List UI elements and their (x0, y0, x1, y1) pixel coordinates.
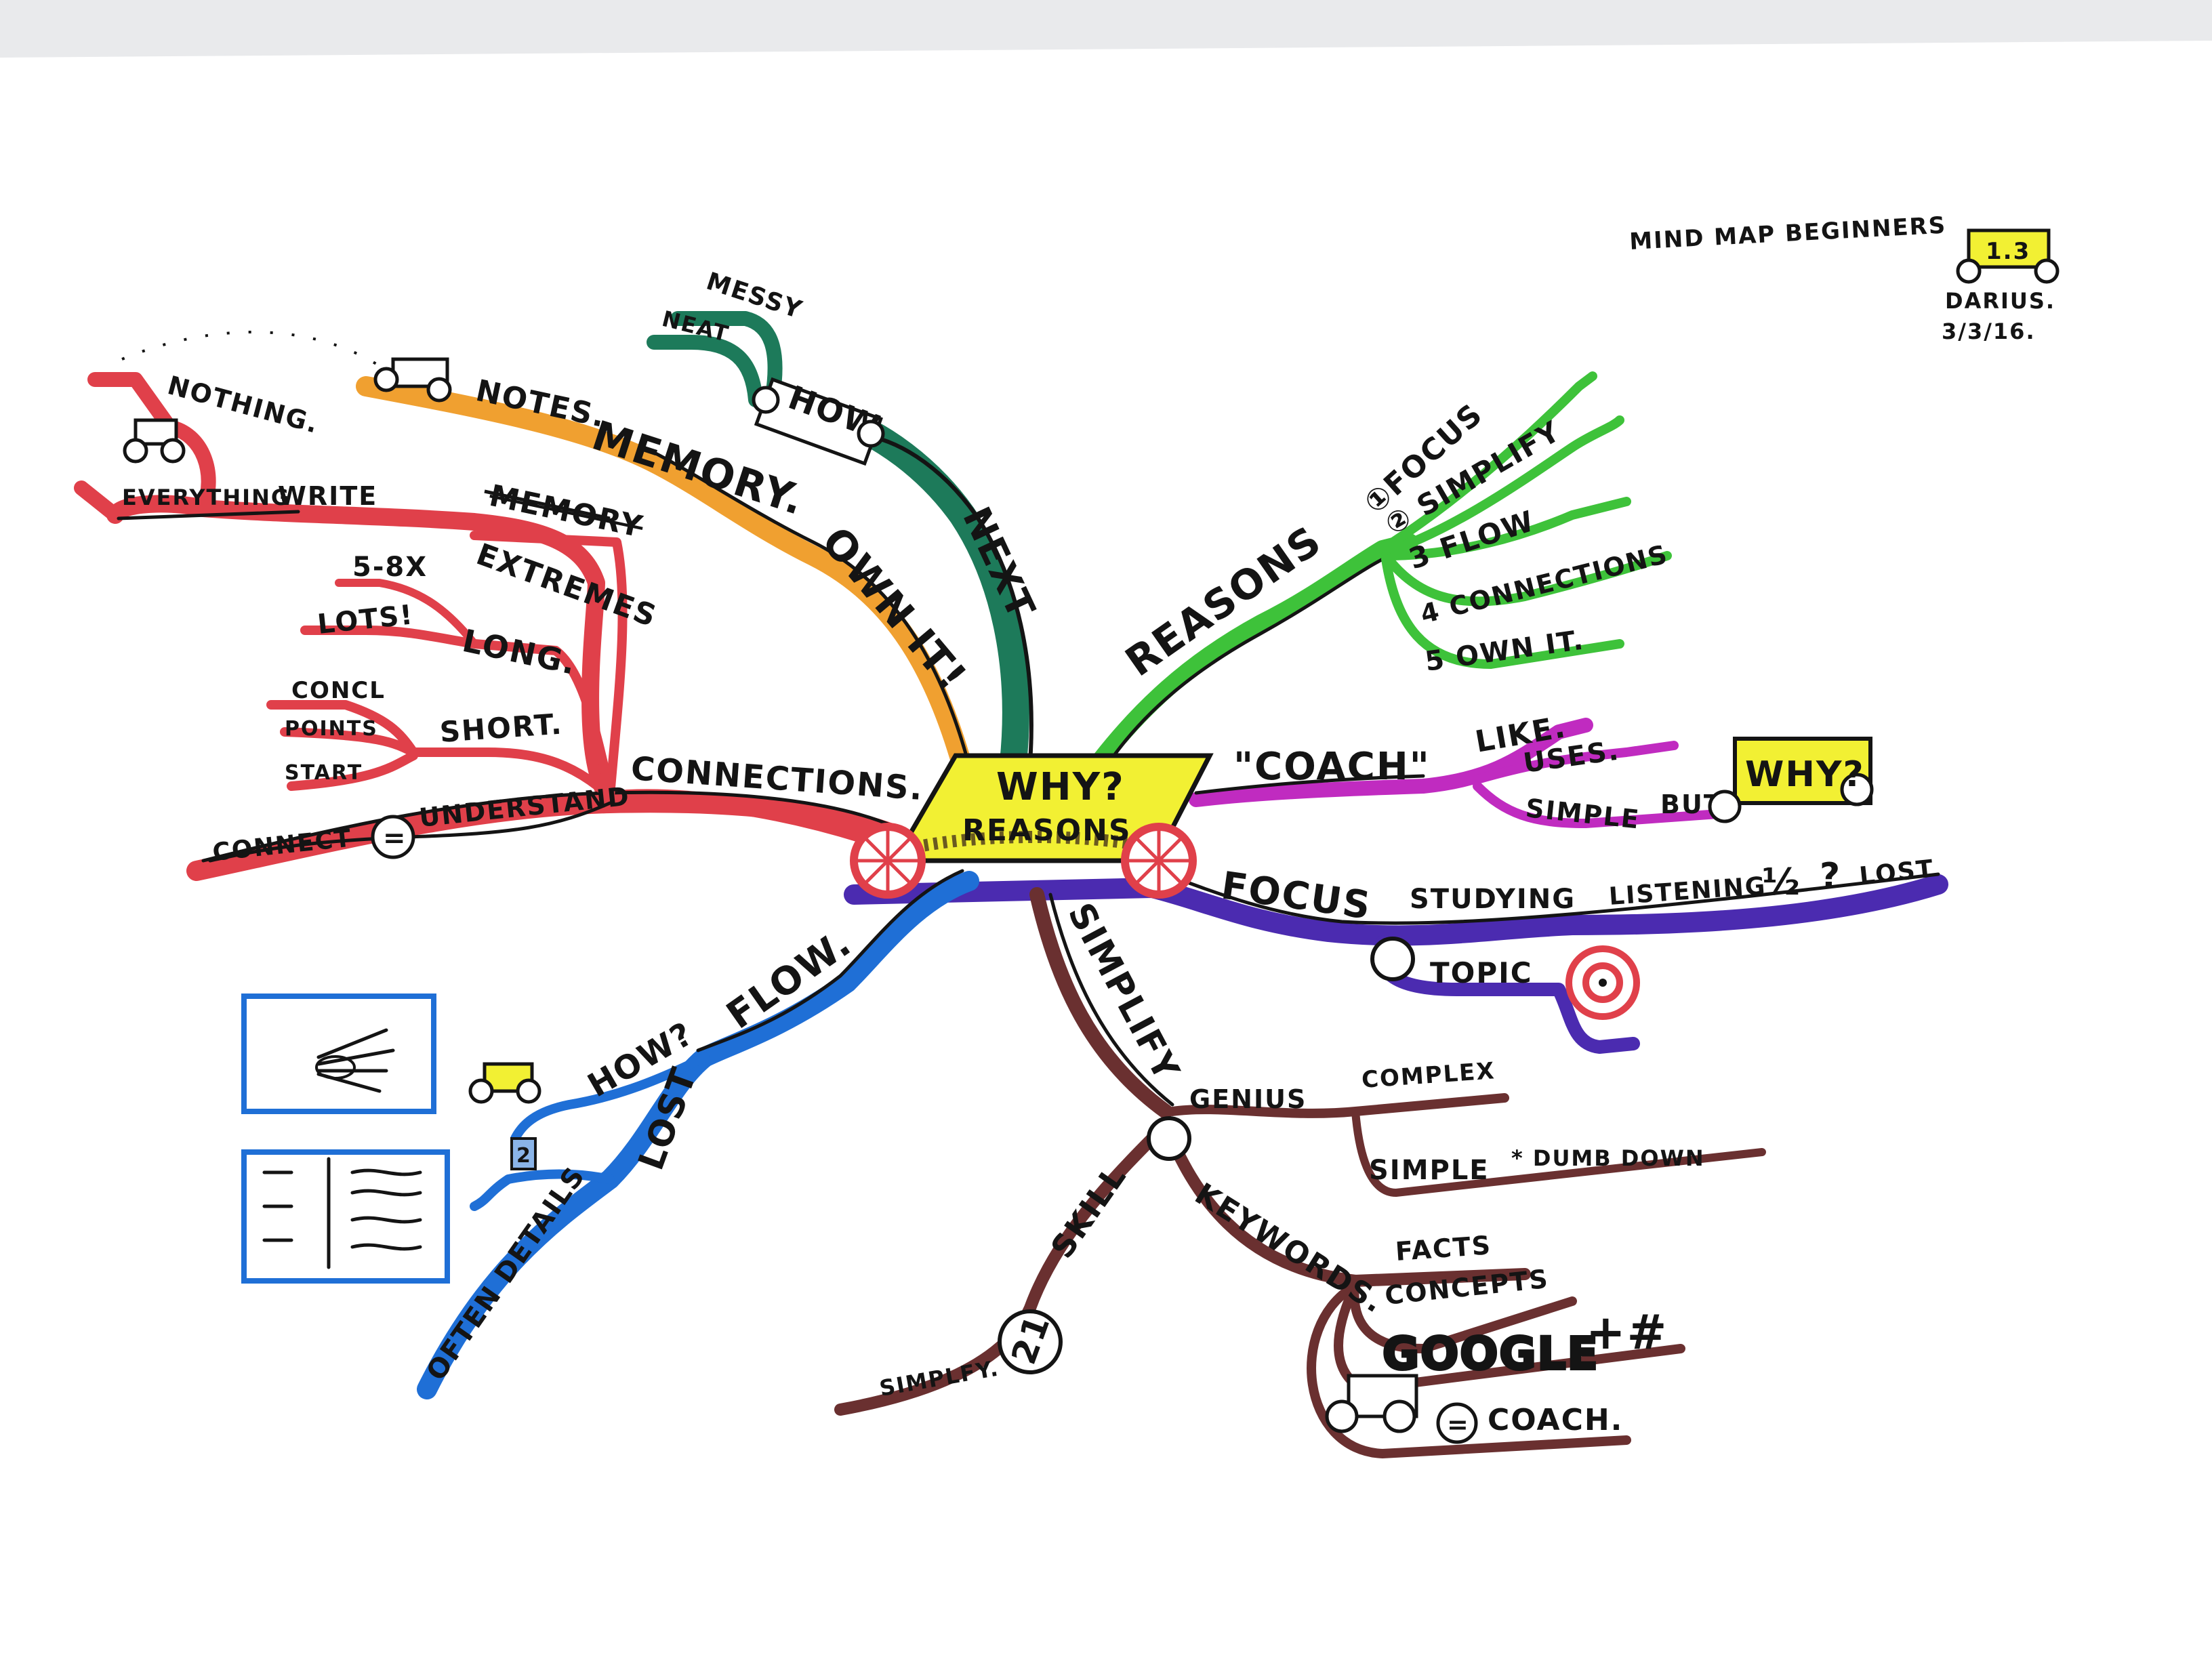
header-badge-box (1967, 228, 2051, 269)
branch-focus-edge (1164, 872, 1940, 925)
label-equals: = (383, 823, 407, 854)
label-write: WRITE (278, 481, 377, 511)
branch-coach (1189, 718, 1593, 807)
branch-simplify-edge (1048, 893, 1174, 1107)
label-coach: "COACH" (1233, 745, 1431, 789)
branch-coach-loop (1307, 1283, 1631, 1458)
center-title: WHY? (996, 765, 1125, 809)
label-facts: FACTS (1395, 1230, 1493, 1267)
branch-reason-3 (1381, 497, 1631, 560)
branch-focus (844, 874, 1948, 946)
branch-next-neat (647, 335, 763, 407)
branch-complex (1351, 1107, 1766, 1197)
how-wheel-left (752, 386, 780, 414)
label-dumb-down: * DUMB DOWN (1511, 1145, 1705, 1171)
coach-vehicle-icon (1325, 1374, 1418, 1433)
flow-notes-sketch (241, 1149, 450, 1284)
branch-simplify (1029, 887, 1173, 1119)
why-box-vehicle (1708, 737, 1874, 823)
branch-reasons-edge (1109, 554, 1391, 761)
nothing-vehicle-icon (123, 418, 186, 464)
badge-wheel-left (1956, 258, 1982, 284)
flow-badge-box (510, 1137, 537, 1170)
label-topic: TOPIC (1430, 956, 1533, 989)
label-question: ? (1820, 856, 1841, 897)
header-author: DARIUS. (1945, 288, 2055, 314)
center-node: WHY? REASONS (850, 753, 1214, 899)
label-range: 5-8X (352, 552, 428, 583)
center-subtitle: REASONS (962, 813, 1132, 848)
branch-flow-lost (470, 1169, 615, 1211)
notes-vehicle-icon (373, 357, 452, 403)
flow-diagram-sketch (241, 994, 436, 1114)
branch-simple-but (1473, 781, 1733, 828)
branch-extremes (470, 531, 628, 801)
label-concl: CONCL (291, 677, 386, 704)
label-half: ½ (1762, 861, 1801, 903)
center-wheel-left-spokes (854, 827, 922, 895)
branch-flow-how (510, 1052, 710, 1143)
branch-coach-edge (1194, 774, 1425, 795)
branch-own-it-edge (642, 445, 971, 768)
flow-badge: 2 (516, 1144, 532, 1168)
equals-circle (371, 815, 415, 859)
badge-wheel-right (2034, 258, 2060, 284)
center-wheel-right-spokes (1125, 827, 1193, 895)
branch-long (300, 626, 615, 798)
label-google: GOOGLE (1382, 1328, 1599, 1380)
branch-genius (1168, 1093, 1509, 1118)
coach-equals-circle (1436, 1402, 1478, 1444)
header-date: 3/3/16. (1942, 319, 2036, 344)
branch-connections-edge (201, 790, 897, 863)
label-simple-simplify: SIMPLE (1369, 1155, 1490, 1186)
label-points: POINTS (285, 717, 378, 741)
branch-range (335, 579, 478, 648)
label-studying: STUDYING (1410, 884, 1576, 915)
label-genius: GENIUS (1189, 1084, 1307, 1114)
branch-next-edge (845, 432, 1033, 764)
center-gravel (914, 831, 1153, 853)
skill-number-circle (998, 1309, 1063, 1374)
branch-skill (834, 1119, 1172, 1416)
branch-reason-4 (1381, 551, 1672, 607)
label-why-box: WHY? (1745, 754, 1865, 795)
branch-flow-edge (696, 869, 964, 1052)
label-start: START (285, 761, 363, 785)
label-equals-simplify: = (1447, 1410, 1470, 1439)
branch-write (117, 510, 300, 520)
branch-reason-2 (1381, 415, 1624, 557)
memory-strike (484, 489, 611, 520)
branch-reason-1 (1378, 371, 1597, 554)
topic-dot-node (1370, 937, 1415, 981)
branch-reasons (1092, 533, 1418, 768)
flow-vehicle-icon (468, 1062, 541, 1104)
branch-short (266, 700, 615, 801)
branch-uses (1473, 741, 1679, 784)
label-hash: +# (1586, 1305, 1668, 1360)
label-coach-simplify: COACH. (1488, 1403, 1623, 1437)
header-badge: 1.3 (1986, 238, 2030, 265)
how-wheel-right (857, 419, 885, 448)
label-everything: EVERYTHING (122, 485, 290, 510)
target-icon (1565, 945, 1640, 1020)
branch-reason-5 (1381, 554, 1624, 669)
branch-own-it (356, 376, 972, 776)
skill-dot-node (1147, 1116, 1191, 1161)
